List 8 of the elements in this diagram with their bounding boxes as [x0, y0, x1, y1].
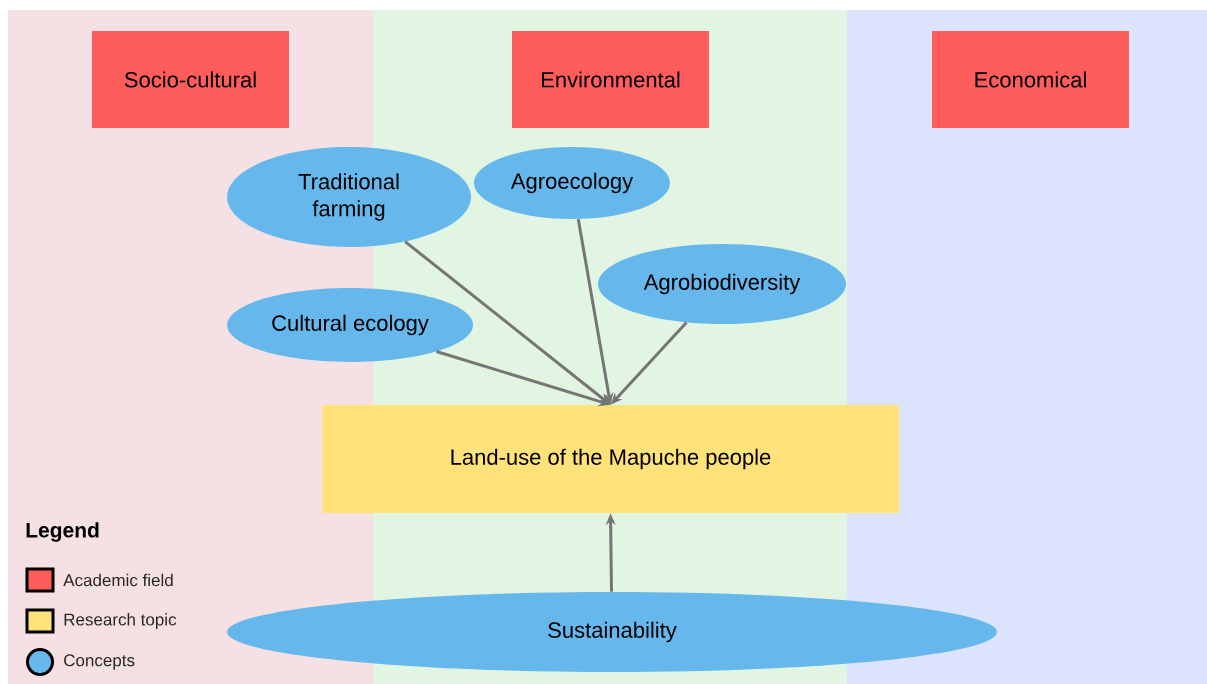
- legend-label: Academic field: [63, 573, 173, 587]
- legend-label: Concepts: [64, 654, 135, 670]
- topic-box: Land-use of the Mapuche people: [322, 405, 899, 513]
- field-box: Socio-cultural: [92, 31, 289, 128]
- field-box: Environmental: [512, 31, 709, 128]
- field-box: Economical: [932, 31, 1129, 128]
- legend-title: Legend: [26, 522, 99, 542]
- legend-label: Research topic: [64, 613, 177, 629]
